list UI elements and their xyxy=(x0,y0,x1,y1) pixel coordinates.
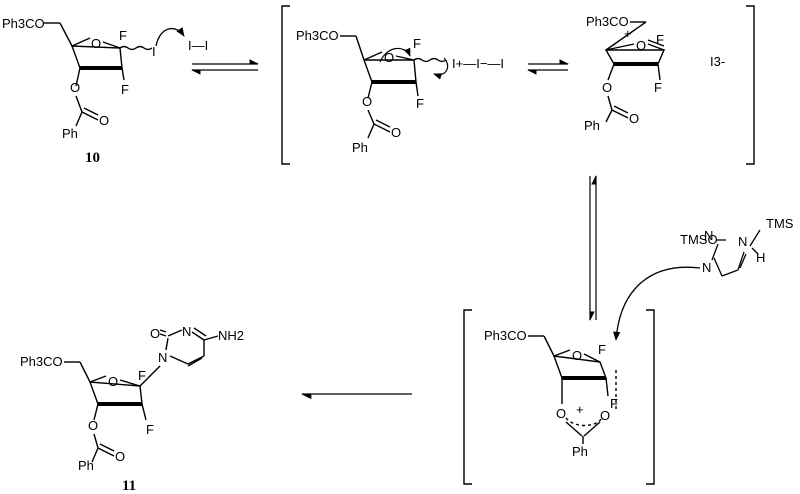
intermediate-iodonium-structure: Ph3CO O F F I+—I−—I O O Ph xyxy=(296,28,504,155)
diiodine-label: I—I xyxy=(188,38,208,53)
plus-charge: + xyxy=(624,26,632,41)
tmso-label: TMSO xyxy=(680,232,718,247)
equilibrium-arrow-1 xyxy=(191,59,259,75)
amine-hydrogen-label: H xyxy=(756,250,765,265)
fluorine-label-2: F xyxy=(121,82,129,97)
phenyl-label: Ph xyxy=(352,140,368,155)
dioxolenium-delocalization xyxy=(565,417,603,427)
curved-arrow-ring-opening xyxy=(379,47,411,63)
compound-10-structure: Ph3CO O F F I O O Ph xyxy=(2,16,156,141)
fluorine-label-1: F xyxy=(598,342,606,357)
ester-oxygen-label: O xyxy=(70,80,80,95)
carbonyl-oxygen-label: O xyxy=(391,125,401,140)
carbonyl-oxygen-label: O xyxy=(629,111,639,126)
curved-arrow-iodonium xyxy=(433,57,449,80)
amine-label: NH2 xyxy=(218,328,244,343)
vertical-equilibrium-arrow xyxy=(589,175,597,321)
ring-oxygen-label: O xyxy=(572,348,582,363)
bracket-top xyxy=(281,5,755,165)
tms-label-amine: TMS xyxy=(766,216,794,231)
oxocarbenium-structure: Ph3CO + O F F O O Ph I3- xyxy=(584,14,725,133)
ring-oxygen-label: O xyxy=(91,36,101,51)
compound-11-structure: Ph3CO O F F O O Ph N O N NH2 xyxy=(20,324,244,473)
dioxolenium-oxygen-1: O xyxy=(556,406,566,421)
iodonium-chain-label: I+—I−—I xyxy=(452,56,504,71)
fluorine-label-1: F xyxy=(138,368,146,383)
silylated-cytosine-structure: TMS N H TMSO N N xyxy=(680,216,794,277)
carbonyl-oxygen-label: O xyxy=(115,449,125,464)
fluorine-label-1: F xyxy=(656,32,664,47)
carbonyl-oxygen-label: O xyxy=(99,113,109,128)
n3-label: N xyxy=(182,324,191,339)
fluorine-label-2: F xyxy=(416,96,424,111)
phenyl-label: Ph xyxy=(584,118,600,133)
phenyl-label: Ph xyxy=(572,444,588,459)
ring-n-label-1: N xyxy=(704,228,713,243)
bracket-bottom xyxy=(463,309,655,485)
amine-nitrogen-label: N xyxy=(738,234,747,249)
curved-arrow-iodine xyxy=(155,27,185,47)
ester-oxygen-label: O xyxy=(88,418,98,433)
dioxolenium-intermediate-structure: Ph3CO O F F O O + Ph xyxy=(484,328,618,459)
ring-n-label-2: N xyxy=(702,260,711,275)
ring-oxygen-label: O xyxy=(384,50,394,65)
wavy-bond xyxy=(413,57,447,63)
trityl-label: Ph3CO xyxy=(296,28,339,43)
fluorine-label-1: F xyxy=(119,28,127,43)
curved-arrow-nucleophilic-attack xyxy=(613,266,701,341)
n1-label: N xyxy=(158,350,167,365)
compound-number-10: 10 xyxy=(85,150,100,166)
ester-oxygen-label: O xyxy=(362,94,372,109)
trityl-label: Ph3CO xyxy=(484,328,527,343)
phenyl-label: Ph xyxy=(62,126,78,141)
ring-oxygen-label: O xyxy=(108,374,118,389)
phenyl-label: Ph xyxy=(78,458,94,473)
fluorine-label-2: F xyxy=(654,80,662,95)
compound-number-11: 11 xyxy=(122,478,136,494)
fluorine-label-2: F xyxy=(610,396,618,411)
wavy-bond xyxy=(119,45,153,51)
c2-oxygen-label: O xyxy=(150,326,160,341)
ring-oxygen-label: O xyxy=(636,38,646,53)
plus-charge: + xyxy=(576,402,584,417)
triiodide-label: I3- xyxy=(710,54,725,69)
fluorine-label-1: F xyxy=(413,36,421,51)
trityl-label: Ph3CO xyxy=(586,14,629,29)
iodine-label: I xyxy=(152,44,156,59)
trityl-label: Ph3CO xyxy=(20,354,63,369)
equilibrium-arrow-2 xyxy=(527,59,569,75)
fluorine-label-2: F xyxy=(146,422,154,437)
dioxolenium-oxygen-2: O xyxy=(600,408,610,423)
trityl-label: Ph3CO xyxy=(2,16,45,31)
ester-oxygen-label: O xyxy=(602,80,612,95)
